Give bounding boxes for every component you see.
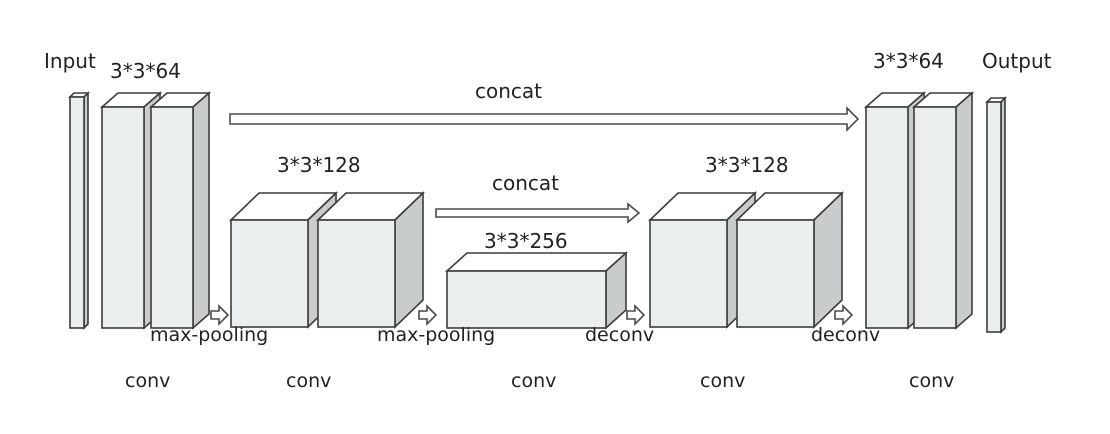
deconv-arrow-1	[626, 304, 646, 326]
filter-64-right-label: 3*3*64	[873, 49, 944, 73]
concat-mid-arrow	[435, 202, 641, 224]
conv-block-256	[444, 251, 629, 330]
conv-block-64-left-b	[148, 91, 212, 330]
maxpool-label-2: max-pooling	[377, 324, 495, 346]
filter-256-label: 3*3*256	[484, 229, 568, 253]
concat-top-arrow	[229, 106, 860, 132]
conv-label-2: conv	[286, 370, 331, 392]
concat-mid-label: concat	[492, 171, 559, 195]
filter-128-left-label: 3*3*128	[277, 153, 361, 177]
output-label: Output	[982, 49, 1052, 73]
maxpool-arrow-2	[418, 304, 438, 326]
conv-label-5: conv	[909, 370, 954, 392]
filter-64-left-label: 3*3*64	[110, 59, 181, 83]
concat-top-label: concat	[475, 79, 542, 103]
deconv-arrow-2	[834, 304, 854, 326]
input-layer	[68, 91, 90, 330]
filter-128-right-label: 3*3*128	[705, 153, 789, 177]
conv-block-64-right-b	[911, 91, 975, 330]
conv-block-128-right-b	[735, 191, 844, 329]
deconv-label-1: deconv	[585, 324, 654, 346]
maxpool-arrow-1	[210, 304, 230, 326]
conv-label-4: conv	[700, 370, 745, 392]
maxpool-label-1: max-pooling	[150, 324, 268, 346]
input-label: Input	[44, 49, 96, 73]
conv-block-128-left-b	[316, 191, 425, 329]
conv-label-1: conv	[125, 370, 170, 392]
deconv-label-2: deconv	[811, 324, 880, 346]
conv-label-3: conv	[511, 370, 556, 392]
output-layer	[985, 96, 1007, 334]
